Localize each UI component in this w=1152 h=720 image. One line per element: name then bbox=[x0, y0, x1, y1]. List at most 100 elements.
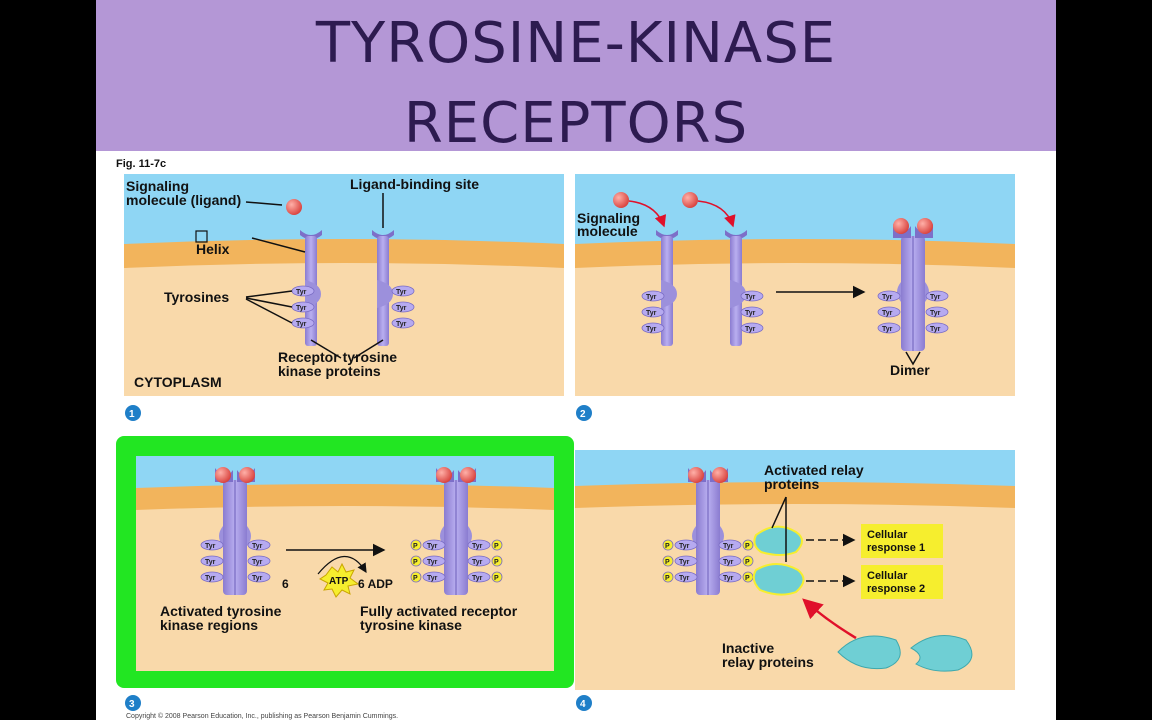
svg-text:Tyr: Tyr bbox=[930, 294, 941, 301]
tyrosines-label: Tyrosines bbox=[164, 289, 229, 305]
activated-label-2: kinase regions bbox=[160, 617, 258, 633]
svg-text:Tyr: Tyr bbox=[723, 559, 734, 566]
phosphate-labels: P P P P P P bbox=[665, 543, 750, 582]
phosphate-group bbox=[662, 539, 754, 583]
step-4-badge bbox=[576, 695, 592, 711]
activated-relay-protein bbox=[752, 563, 805, 596]
svg-text:P: P bbox=[745, 559, 750, 566]
svg-text:Tyr: Tyr bbox=[252, 575, 263, 582]
svg-text:Tyr: Tyr bbox=[252, 559, 263, 566]
response-2-label-2: response 2 bbox=[867, 583, 925, 595]
step-1-number: 1 bbox=[129, 409, 135, 420]
svg-text:Tyr: Tyr bbox=[882, 294, 893, 301]
svg-text:P: P bbox=[494, 575, 499, 582]
adp-label: 6 ADP bbox=[358, 577, 393, 591]
tyr-group-relay: Tyr Tyr Tyr Tyr Tyr Tyr bbox=[674, 539, 742, 583]
svg-text:P: P bbox=[745, 575, 750, 582]
svg-text:Tyr: Tyr bbox=[427, 543, 438, 550]
activated-relay-label-2: proteins bbox=[764, 476, 819, 492]
cytoplasm-label: CYTOPLASM bbox=[134, 374, 222, 390]
copyright-text: Copyright © 2008 Pearson Education, Inc.… bbox=[126, 712, 398, 720]
inactive-relay-protein bbox=[837, 635, 901, 670]
inactive-relay-label-1: Inactive bbox=[722, 640, 774, 656]
svg-text:Tyr: Tyr bbox=[472, 543, 483, 550]
tyr-group-left: Tyr Tyr Tyr bbox=[291, 285, 315, 329]
ligand-binding-site-label: Ligand-binding site bbox=[350, 176, 479, 192]
receptor-figure: Fig. 11-7c Tyr Tyr Tyr Tyr Tyr Tyr Si bbox=[116, 158, 1015, 720]
svg-text:P: P bbox=[665, 543, 670, 550]
fully-activated-label-2: tyrosine kinase bbox=[360, 617, 462, 633]
svg-text:Tyr: Tyr bbox=[252, 543, 263, 550]
svg-text:Tyr: Tyr bbox=[679, 575, 690, 582]
svg-text:Tyr: Tyr bbox=[930, 326, 941, 333]
helix-label: Helix bbox=[196, 241, 230, 257]
ligand-ball bbox=[682, 192, 698, 208]
step-2-badge bbox=[576, 405, 592, 421]
svg-text:Tyr: Tyr bbox=[205, 543, 216, 550]
svg-text:Tyr: Tyr bbox=[646, 310, 657, 317]
svg-text:Tyr: Tyr bbox=[745, 326, 756, 333]
recruit-arrow bbox=[802, 598, 857, 640]
receptor-label-2: kinase proteins bbox=[278, 363, 381, 379]
ligand-ball bbox=[239, 467, 255, 483]
panel-4: Tyr Tyr Tyr Tyr Tyr Tyr P P P P P P bbox=[575, 450, 1015, 711]
activated-relay-label-1: Activated relay bbox=[764, 462, 864, 478]
tyr-group-activated: Tyr Tyr Tyr Tyr Tyr Tyr bbox=[200, 539, 271, 583]
inactive-relay-protein bbox=[910, 635, 973, 672]
tyr-label: Tyr bbox=[296, 321, 307, 328]
slide-title-line-1: TYROSINE-KINASE bbox=[315, 11, 837, 76]
tyr-group-right: Tyr Tyr Tyr bbox=[740, 290, 764, 334]
receptor-label-1: Receptor tyrosine bbox=[278, 349, 397, 365]
ligand-ball bbox=[436, 467, 452, 483]
svg-text:P: P bbox=[745, 543, 750, 550]
svg-text:P: P bbox=[665, 575, 670, 582]
svg-text:Tyr: Tyr bbox=[679, 543, 690, 550]
inactive-relay-label-2: relay proteins bbox=[722, 654, 814, 670]
svg-text:Tyr: Tyr bbox=[679, 559, 690, 566]
signaling-molecule-label-2: molecule (ligand) bbox=[126, 192, 241, 208]
ligand-ball bbox=[893, 218, 909, 234]
svg-text:Tyr: Tyr bbox=[745, 310, 756, 317]
step-3-number: 3 bbox=[129, 699, 135, 710]
phosphate-labels: P P P P P P bbox=[413, 543, 499, 582]
ligand-ball bbox=[460, 467, 476, 483]
fully-activated-label-1: Fully activated receptor bbox=[360, 603, 518, 619]
response-2-label-1: Cellular bbox=[867, 570, 908, 582]
activated-label-1: Activated tyrosine bbox=[160, 603, 282, 619]
tyr-label: Tyr bbox=[396, 289, 407, 296]
svg-text:P: P bbox=[413, 575, 418, 582]
panel-1: Tyr Tyr Tyr Tyr Tyr Tyr Signaling molecu… bbox=[124, 174, 564, 421]
panel-1-extracellular bbox=[124, 174, 564, 246]
ligand-ball bbox=[688, 467, 704, 483]
ligand-ball bbox=[917, 218, 933, 234]
ligand-ball bbox=[613, 192, 629, 208]
step-3-badge bbox=[125, 695, 141, 711]
svg-text:Tyr: Tyr bbox=[882, 326, 893, 333]
tyr-group-phosphorylated: Tyr Tyr Tyr Tyr Tyr Tyr bbox=[422, 539, 491, 583]
tyr-label: Tyr bbox=[396, 305, 407, 312]
tyr-group-right: Tyr Tyr Tyr bbox=[391, 285, 415, 329]
svg-text:P: P bbox=[494, 559, 499, 566]
panel-3: Tyr Tyr Tyr Tyr Tyr Tyr ATP 6 6 ADP Tyr … bbox=[116, 436, 574, 711]
svg-text:P: P bbox=[413, 543, 418, 550]
ligand-ball bbox=[712, 467, 728, 483]
svg-text:P: P bbox=[494, 543, 499, 550]
svg-text:Tyr: Tyr bbox=[745, 294, 756, 301]
helix-box-icon bbox=[195, 230, 208, 243]
atp-starburst-icon bbox=[319, 562, 360, 598]
tyr-label: Tyr bbox=[396, 321, 407, 328]
signaling-label-1: Signaling bbox=[577, 210, 640, 226]
atp-count: 6 bbox=[282, 577, 289, 591]
tyr-group-left: Tyr Tyr Tyr bbox=[641, 290, 665, 334]
ligand-ball bbox=[286, 199, 302, 215]
panel-2: Tyr Tyr Tyr Tyr Tyr Tyr Signaling molecu… bbox=[575, 174, 1015, 421]
slide: TYROSINE-KINASE RECEPTORS bbox=[96, 0, 1056, 720]
cellular-response-2-box bbox=[861, 565, 943, 599]
fig-label: Fig. 11-7c bbox=[116, 158, 166, 170]
slide-title-line-2: RECEPTORS bbox=[403, 91, 749, 156]
svg-text:Tyr: Tyr bbox=[427, 559, 438, 566]
svg-text:Tyr: Tyr bbox=[646, 326, 657, 333]
response-1-label-1: Cellular bbox=[867, 529, 908, 541]
svg-text:Tyr: Tyr bbox=[205, 575, 216, 582]
tyr-group-dimer: Tyr Tyr Tyr Tyr Tyr Tyr bbox=[877, 290, 949, 334]
